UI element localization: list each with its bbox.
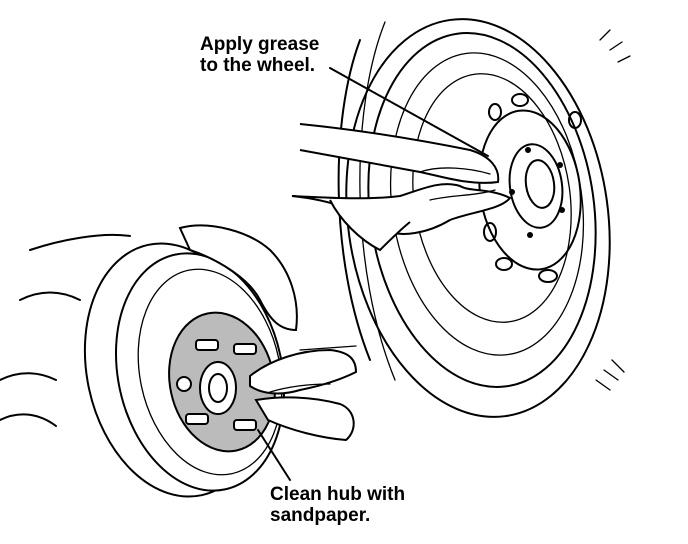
hub-instruction-label: Clean hub with sandpaper. [270, 484, 405, 526]
hand-with-cloth-drawing [291, 123, 512, 252]
brake-disc-hub-drawing [0, 224, 298, 498]
grease-instruction-label: Apply grease to the wheel. [200, 34, 319, 76]
hub-label-line-1: Clean hub with [270, 484, 406, 505]
grease-leader-line [329, 67, 489, 157]
hub-leader-line [257, 429, 291, 481]
hub-label-line-2: sandpaper. [270, 505, 371, 526]
grease-label-line-2: to the wheel. [200, 55, 316, 76]
hand-with-sandpaper-drawing [249, 345, 358, 442]
grease-label-line-1: Apply grease [200, 34, 320, 55]
